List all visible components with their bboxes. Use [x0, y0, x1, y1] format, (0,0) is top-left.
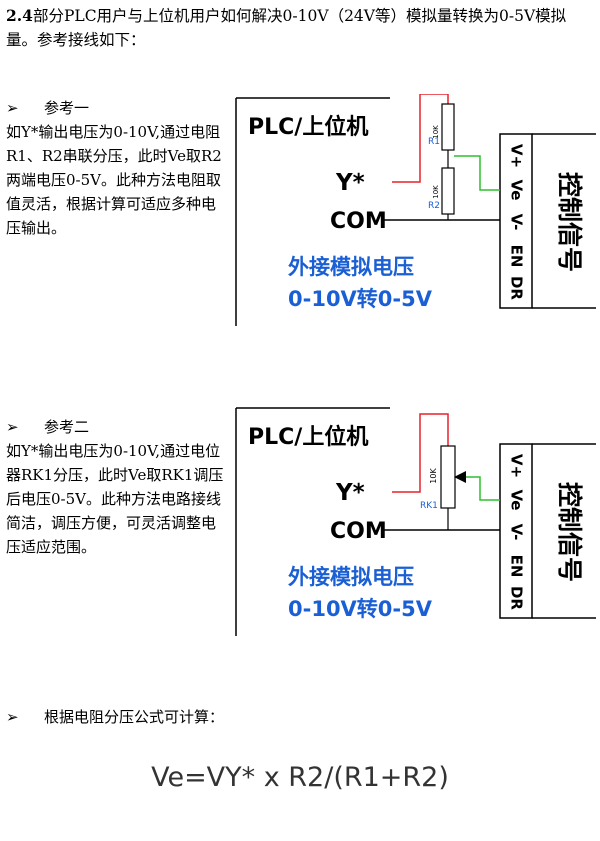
control-signal-label: 控制信号 — [555, 482, 584, 582]
wire-ve-green — [466, 476, 500, 501]
reference-one-title: 参考一 — [44, 99, 90, 117]
rk1-value-label: 10K — [429, 468, 438, 484]
com-terminal-label: COM — [330, 209, 387, 234]
wire-ve-green — [454, 155, 500, 191]
terminal-dr: DR — [508, 586, 526, 610]
y-terminal-label: Y* — [335, 480, 365, 506]
reference-two-title: 参考二 — [44, 418, 90, 436]
formula-intro-text: 根据电阻分压公式可计算： — [44, 708, 225, 726]
wire-y-red — [392, 94, 449, 183]
y-terminal-label: Y* — [335, 170, 365, 196]
conversion-range-label: 0-10V转0-5V — [288, 597, 433, 621]
reference-two-heading: ➢ 参考二 — [6, 415, 224, 439]
terminal-v-plus: V+ — [508, 454, 526, 478]
arrow-bullet-icon: ➢ — [6, 99, 19, 117]
voltage-divider-formula: Ve=VY* x R2/(R1+R2) — [151, 762, 449, 793]
plc-title: PLC/上位机 — [248, 424, 368, 450]
r1-name-label: R1 — [428, 137, 440, 147]
terminal-en: EN — [508, 555, 526, 578]
rk1-name-label: RK1 — [420, 501, 438, 511]
reference-one-body: 如Y*输出电压为0-10V,通过电阻R1、R2串联分压，此时Ve取R2两端电压0… — [6, 123, 222, 237]
section-title: 部分PLC用户与上位机用户如何解决0-10V（24V等）模拟量转换为0-5V模拟… — [6, 7, 567, 49]
wiring-diagram-resistor-divider: 10K R1 10K R2 PLC/上位机 Y* COM 外接模拟电压 0-10… — [232, 94, 596, 326]
terminal-ve: Ve — [508, 180, 526, 201]
r2-value-label: 10K — [432, 185, 440, 199]
terminal-v-minus: V- — [508, 524, 526, 541]
section-number: 2.4 — [6, 6, 33, 25]
wire-y-red — [392, 413, 449, 493]
external-voltage-label: 外接模拟电压 — [288, 565, 414, 589]
terminal-dr: DR — [508, 276, 526, 300]
section-heading: 2.4部分PLC用户与上位机用户如何解决0-10V（24V等）模拟量转换为0-5… — [6, 4, 596, 52]
terminal-ve: Ve — [508, 490, 526, 511]
wiring-diagram-potentiometer: 10K RK1 PLC/上位机 Y* COM 外接模拟电压 0-10V转0-5V… — [232, 404, 596, 636]
reference-two-body: 如Y*输出电压为0-10V,通过电位器RK1分压，此时Ve取RK1调压后电压0-… — [6, 442, 224, 556]
r2-name-label: R2 — [428, 201, 440, 211]
reference-two: ➢ 参考二 如Y*输出电压为0-10V,通过电位器RK1分压，此时Ve取RK1调压… — [6, 415, 224, 559]
reference-one: ➢ 参考一 如Y*输出电压为0-10V,通过电阻R1、R2串联分压，此时Ve取R2… — [6, 96, 224, 240]
control-signal-label: 控制信号 — [555, 172, 584, 272]
plc-title: PLC/上位机 — [248, 114, 368, 140]
com-terminal-label: COM — [330, 519, 387, 544]
potentiometer-rk1 — [440, 445, 456, 509]
wiper-arrow-icon — [454, 471, 466, 483]
reference-one-heading: ➢ 参考一 — [6, 96, 224, 120]
formula-intro: ➢ 根据电阻分压公式可计算： — [6, 706, 224, 727]
r1-value-label: 10K — [432, 125, 440, 139]
arrow-bullet-icon: ➢ — [6, 418, 19, 436]
conversion-range-label: 0-10V转0-5V — [288, 287, 433, 311]
terminal-en: EN — [508, 245, 526, 268]
resistor-r2 — [441, 167, 455, 215]
external-voltage-label: 外接模拟电压 — [288, 255, 414, 279]
terminal-v-minus: V- — [508, 214, 526, 231]
resistor-r1 — [441, 103, 455, 151]
arrow-bullet-icon: ➢ — [6, 708, 19, 726]
terminal-v-plus: V+ — [508, 144, 526, 168]
